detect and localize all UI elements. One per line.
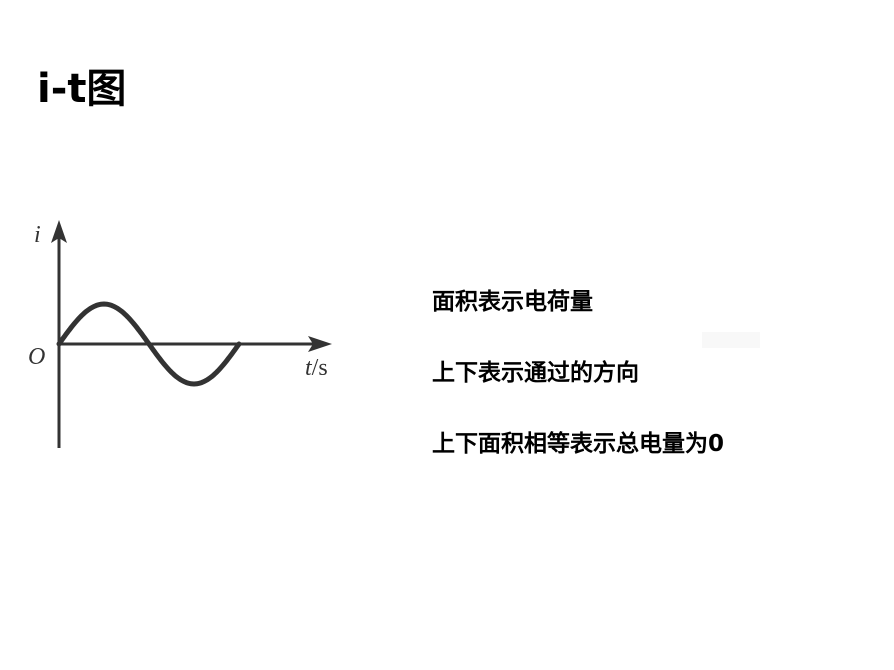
point-equal-area: 上下面积相等表示总电量为0: [432, 431, 725, 457]
x-axis-var: t: [305, 355, 312, 381]
origin-label: O: [28, 344, 46, 370]
sine-wave: [56, 301, 242, 387]
x-axis-label: t/s: [305, 355, 328, 382]
y-axis-label: i: [34, 222, 41, 248]
x-axis-arrow: [308, 336, 332, 352]
point-direction: 上下表示通过的方向: [432, 360, 639, 386]
x-axis-unit: /s: [311, 355, 328, 381]
point-area-charge: 面积表示电荷量: [432, 289, 593, 315]
slide-title: i-t图: [37, 66, 127, 112]
y-axis-arrow: [51, 220, 67, 243]
faint-mark: [702, 332, 760, 348]
i-t-graph: [51, 220, 332, 448]
